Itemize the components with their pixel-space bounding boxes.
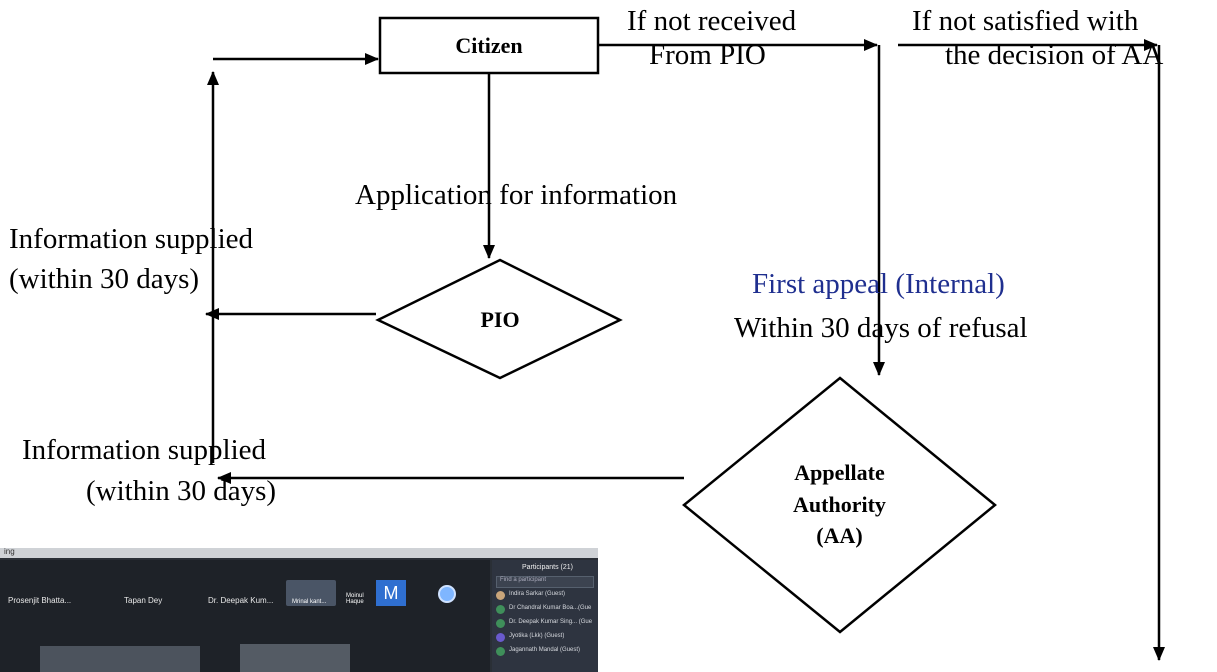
- video-thumbnail-2: Moinul Haque: [340, 580, 370, 606]
- camera-icon: [438, 585, 456, 603]
- participant-row[interactable]: Jagannath Mandal (Guest): [496, 646, 594, 657]
- participant-name: Dr. Deepak Kumar Sing... (Gue: [509, 619, 593, 625]
- participant-row[interactable]: Indira Sarkar (Guest): [496, 590, 594, 601]
- participant-avatar: [496, 633, 505, 642]
- citizen-label: Citizen: [455, 33, 523, 58]
- thumb-label-1: Mrinal kant...: [292, 599, 327, 605]
- participants-title: Participants (21): [522, 564, 573, 571]
- tile-name-1: Prosenjit Bhatta...: [8, 596, 72, 605]
- participant-row[interactable]: Dr Chandral Kumar Boa...(Gue: [496, 604, 594, 615]
- aa-label-line2: Authority: [793, 492, 886, 517]
- first-appeal-label: First appeal (Internal): [752, 268, 1005, 300]
- aa-diamond: [682, 376, 997, 634]
- video-tiles-area: Prosenjit Bhatta... Tapan Dey Dr. Deepak…: [0, 560, 490, 672]
- avatar-m: M: [376, 580, 406, 606]
- participant-name: Jagannath Mandal (Guest): [509, 647, 581, 653]
- participant-search-placeholder: Find a participant: [500, 577, 547, 583]
- participant-avatar: [496, 647, 505, 656]
- thumb-label-2: Moinul Haque: [346, 593, 364, 605]
- participant-row[interactable]: Dr. Deepak Kumar Sing... (Gue: [496, 618, 594, 629]
- participant-row[interactable]: Jyotika (Lkk) (Guest): [496, 632, 594, 643]
- decision-of-aa-label: the decision of AA: [945, 39, 1164, 71]
- info-supplied-top-label: Information supplied: [9, 223, 254, 255]
- within-refusal-label: Within 30 days of refusal: [734, 312, 1028, 344]
- meeting-titlebar: ing: [0, 548, 598, 558]
- video-thumbnail-1: Mrinal kant...: [286, 580, 336, 606]
- info-supplied-top-days: (within 30 days): [9, 263, 200, 295]
- citizen-box: [378, 16, 600, 75]
- participant-avatar: [496, 619, 505, 628]
- shared-screen-region-2: [240, 644, 350, 672]
- info-supplied-bottom-days: (within 30 days): [86, 475, 277, 507]
- tile-name-3: Dr. Deepak Kum...: [208, 596, 274, 605]
- participant-name: Dr Chandral Kumar Boa...(Gue: [509, 605, 592, 611]
- info-supplied-bottom-label: Information supplied: [22, 434, 267, 466]
- from-pio-label: From PIO: [649, 39, 766, 71]
- shared-screen-region: [40, 646, 200, 672]
- meeting-photo: ing Prosenjit Bhatta... Tapan Dey Dr. De…: [0, 548, 598, 672]
- participant-avatar: [496, 605, 505, 614]
- aa-label-line3: (AA): [816, 523, 863, 548]
- participant-avatar: [496, 591, 505, 600]
- if-not-satisfied-label: If not satisfied with: [912, 5, 1139, 37]
- aa-label-line1: Appellate: [794, 460, 885, 485]
- participant-name: Indira Sarkar (Guest): [509, 591, 566, 597]
- meeting-app-name: ing: [4, 548, 15, 556]
- application-label: Application for information: [355, 179, 678, 211]
- participant-name: Jyotika (Lkk) (Guest): [509, 633, 565, 639]
- participants-panel: Participants (21) Find a participant Ind…: [492, 560, 598, 672]
- pio-diamond: [375, 258, 623, 380]
- pio-label: PIO: [480, 307, 520, 332]
- participant-search-input[interactable]: Find a participant: [496, 576, 594, 588]
- tile-name-2: Tapan Dey: [124, 596, 163, 605]
- if-not-received-label: If not received: [627, 5, 797, 37]
